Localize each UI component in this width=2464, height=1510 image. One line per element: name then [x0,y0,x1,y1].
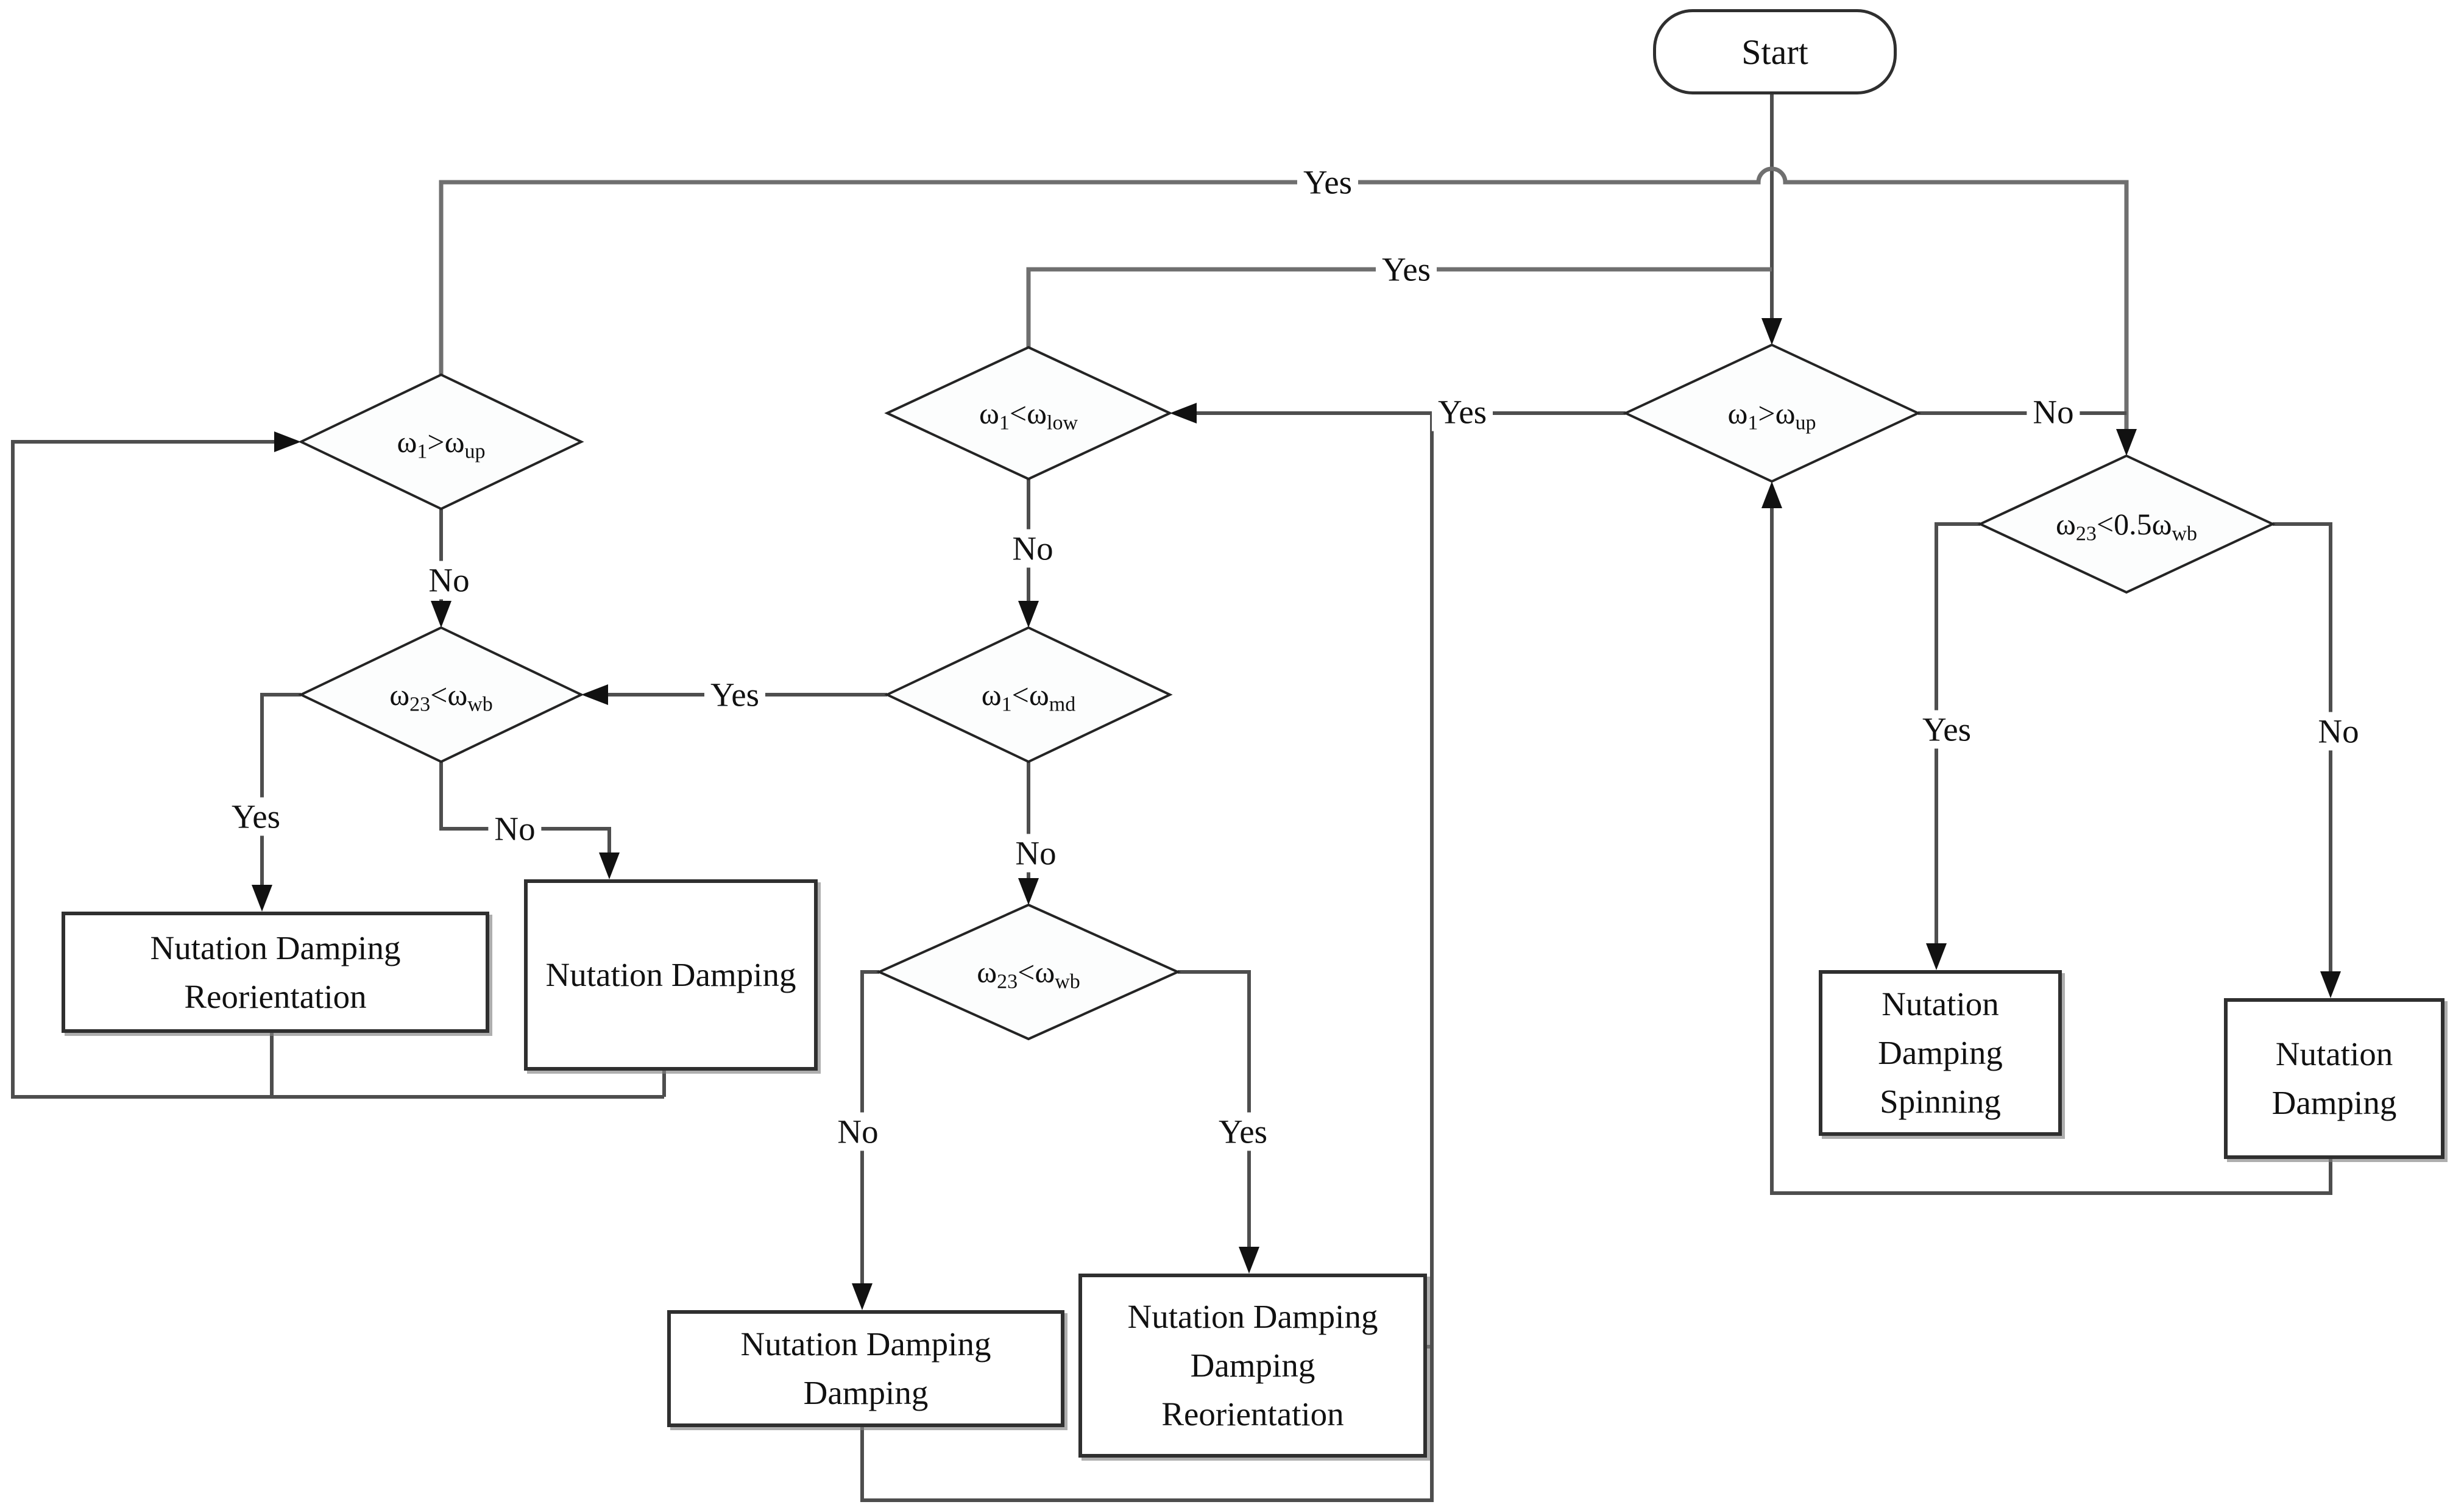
process-text-line: Reorientation [184,977,367,1015]
edge-label-yes-05wb: Yes [1916,710,1978,749]
edge-05wb-yes-to-spinning [1935,522,1980,965]
process-text-line: Damping [1878,1034,2003,1072]
diamond-up-check-right [1623,343,1921,483]
condition-up-check-right: ω1>ωup [1727,396,1816,434]
process-nutation-damping-spinning: Nutation Damping Spinning [1819,970,2062,1136]
arrow-into-box-reorientation-icon [252,885,272,912]
edge-label-no-wbleft: No [488,809,542,848]
edge-label-no-md: No [1009,834,1063,873]
process-nutation-damping-damping: Nutation Damping Damping [667,1310,1064,1427]
arrow-into-box-nd-icon [599,852,620,879]
process-nutation-damping-reorientation: Nutation Damping Reorientation [62,912,489,1033]
process-nutation-damping-damping-reorientation: Nutation Damping Damping Reorientation [1078,1274,1427,1458]
diamond-wb-check-left [298,626,584,764]
process-text-line: Damping [2271,1084,2397,1121]
process-text-line: Damping [1190,1347,1315,1384]
condition-05wb-check: ω23<0.5ωwb [2055,507,2198,545]
edge-upleft-yes-to-05wb [439,166,2129,451]
arrow-into-wbleft-top-icon [431,601,451,628]
arrow-into-box-nd-right-icon [2320,971,2341,998]
condition-up-check-left: ω1>ωup [397,425,486,463]
diamond-wb-check-mid [876,903,1181,1041]
process-nutation-damping-left: Nutation Damping [524,879,818,1071]
edge-label-no-low: No [1006,529,1060,568]
edge-mid-loop-up [860,413,1434,1502]
arrow-into-upleft-icon [274,431,301,452]
condition-wb-check-mid: ω23<ωwb [977,955,1080,993]
start-label: Start [1741,32,1808,72]
edge-label-yes-md: Yes [704,675,766,714]
condition-low-check: ω1<ωlow [979,396,1078,434]
edge-label-yes-wbmid: Yes [1212,1112,1274,1151]
decision-diamonds [298,343,2276,1041]
diamond-05wb-check [1977,454,2276,594]
arrow-into-upright-top-icon [1761,318,1782,345]
arrowheads [252,318,2341,1310]
edge-label-no-05wb: No [2312,712,2365,751]
arrow-into-wbmid-icon [1018,878,1039,905]
diamond-up-check-left [298,373,584,511]
process-text-line: Nutation Damping [150,929,401,966]
arrow-into-md-icon [1018,601,1039,628]
arrow-into-box-spinning-icon [1926,943,1947,970]
edge-label-no-upright: No [2027,392,2080,431]
process-text-line: Reorientation [1161,1395,1344,1433]
arrow-into-low-icon [1170,403,1197,424]
condition-wb-check-left: ω23<ωwb [389,678,493,716]
edge-wbmid-no-to-box [860,970,879,1305]
arrow-into-wbleft-right-icon [581,684,608,705]
process-text-line: Nutation [2275,1035,2393,1073]
process-text-line: Nutation Damping [1127,1298,1378,1336]
diamond-low-check [884,346,1173,481]
edge-label-yes-low: Yes [1375,250,1437,289]
edge-label-no-upleft: No [422,561,476,600]
process-text-line: Damping [803,1374,929,1411]
arrow-into-05wb-icon [2116,429,2137,456]
process-text-line: Spinning [1880,1082,2001,1120]
edge-right-loop-to-upright [1770,486,2332,1195]
edge-label-yes-upleft: Yes [1297,163,1359,202]
edge-label-yes-upright: Yes [1431,392,1493,431]
edge-label-no-wbmid: No [831,1112,885,1151]
start-node: Start [1653,9,1897,94]
edge-low-yes-to-up-check [1026,267,1772,347]
process-text-line: Nutation Damping [740,1325,991,1363]
arrow-into-box-damping-icon [852,1283,873,1310]
edge-05wb-no-to-damping [2273,522,2332,993]
edge-label-yes-wbleft: Yes [225,797,287,836]
edge-wbleft-yes-to-box [260,693,301,907]
arrow-into-upright-bottom-icon [1761,481,1782,508]
edge-left-loop-to-upleft [11,440,664,1099]
edge-wbmid-yes-to-box [1178,970,1251,1269]
process-text-line: Nutation [1882,985,1999,1023]
process-text-line: Nutation Damping [545,956,796,994]
diamond-md-check [884,626,1173,764]
process-nutation-damping-right: Nutation Damping [2224,998,2445,1159]
arrow-into-box-damping-reo-icon [1239,1247,1259,1274]
condition-md-check: ω1<ωmd [981,678,1076,716]
